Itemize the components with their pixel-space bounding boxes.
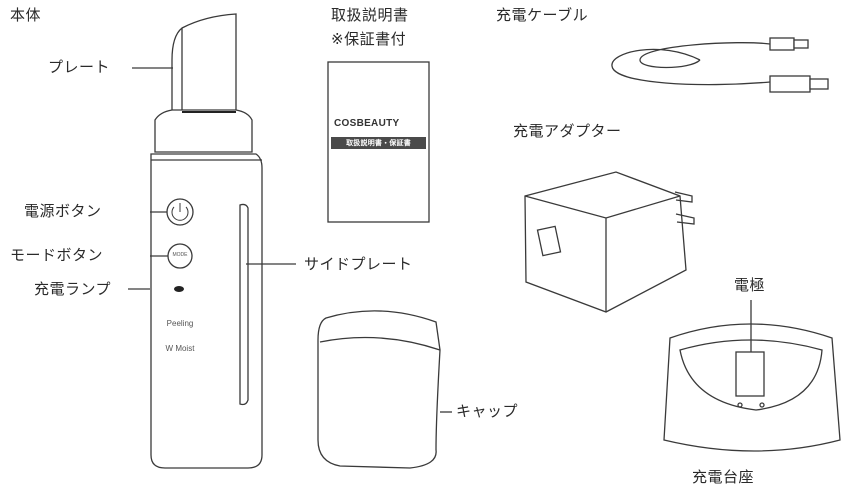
label-mode-button: モードボタン <box>10 246 104 264</box>
label-charging-adapter: 充電アダプター <box>513 122 622 140</box>
label-electrode: 電極 <box>734 276 766 294</box>
mode-button-text: MODE <box>172 252 188 258</box>
label-plate: プレート <box>48 58 111 76</box>
label-charging-lamp: 充電ランプ <box>34 280 112 298</box>
side-plate-shape <box>239 203 249 406</box>
label-manual-line2: ※保証書付 <box>331 30 407 48</box>
moist-text: W Moist <box>165 344 195 353</box>
cap-shape <box>317 310 441 469</box>
device-collar <box>154 109 253 153</box>
label-main-unit: 本体 <box>10 6 42 24</box>
label-power-button: 電源ボタン <box>24 202 102 220</box>
label-charging-stand: 充電台座 <box>692 468 755 486</box>
cable-shape <box>611 42 771 86</box>
booklet-band-text: 取扱説明書・保証書 <box>331 137 426 149</box>
charging-lamp-dot <box>174 286 184 292</box>
label-manual-line1: 取扱説明書 <box>331 6 409 24</box>
label-side-plate: サイドプレート <box>304 255 413 273</box>
label-charging-cable: 充電ケーブル <box>496 6 589 24</box>
label-cap: キャップ <box>456 402 519 420</box>
peeling-text: Peeling <box>166 319 194 328</box>
device-body <box>150 153 263 469</box>
booklet-brand: COSBEAUTY <box>334 118 400 129</box>
